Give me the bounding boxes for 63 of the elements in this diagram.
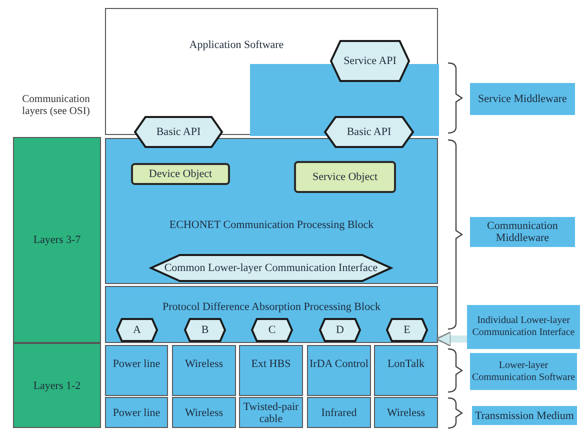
protocol-cell <box>239 345 303 396</box>
node-label: Common Lower-layer Communication Interface <box>163 262 379 274</box>
protocol-cell <box>172 345 236 396</box>
node-label: Twisted-pair cable <box>242 400 300 424</box>
node-label: Infrared <box>320 406 358 418</box>
node-label: Wireless <box>386 406 426 418</box>
node-label: Service API <box>342 55 398 67</box>
protocol-cell <box>105 345 168 396</box>
node-label: Device Object <box>148 168 214 180</box>
medium-cell <box>172 397 236 428</box>
protocol-hexagon <box>387 319 427 341</box>
protocol-hexagon <box>320 319 360 341</box>
layer-band <box>13 137 101 343</box>
layer-label-box <box>470 217 575 247</box>
api-hexagon <box>135 117 222 147</box>
medium-cell <box>307 397 371 428</box>
node-label: Individual Lower-layer Communication Interface <box>471 315 576 339</box>
node-label: Wireless <box>184 406 224 418</box>
node-label: Wireless <box>184 358 224 370</box>
node-label: E <box>402 324 412 336</box>
protocol-cell <box>374 345 438 396</box>
node-label: Layers 1-2 <box>32 380 82 392</box>
node-label: D <box>335 324 345 336</box>
protocol-hexagon <box>252 319 292 341</box>
node-label: Transmission Medium <box>474 410 575 422</box>
layer-label-box <box>470 353 577 390</box>
node-label: Power line <box>112 406 162 418</box>
node-label: A <box>132 324 142 336</box>
interface-hexagon <box>151 255 391 281</box>
node-label: Power line <box>112 358 162 370</box>
protocol-cell <box>307 345 371 396</box>
node-label: ECHONET Communication Processing Block <box>168 219 375 231</box>
block-arrow <box>436 331 467 347</box>
layer-label-box <box>472 406 577 425</box>
layer-label-box <box>470 83 575 115</box>
node-label: Service Object <box>311 171 379 183</box>
node-label: Communication Middleware <box>486 220 559 244</box>
node-label: IrDA Control <box>308 358 370 370</box>
processing-block <box>105 286 438 343</box>
node-label: Layers 3-7 <box>32 234 82 246</box>
node-label: Basic API <box>346 126 392 138</box>
protocol-hexagon <box>185 319 225 341</box>
node-label: C <box>267 324 277 336</box>
node-label: Application Software <box>188 39 285 51</box>
object-box <box>131 163 230 185</box>
node-label: Service Middleware <box>477 93 568 105</box>
api-hexagon <box>325 117 413 147</box>
medium-cell <box>105 397 168 428</box>
api-hexagon <box>331 41 409 81</box>
protocol-hexagon <box>117 319 157 341</box>
layer-band <box>13 343 101 428</box>
node-label: Lower-layer Communication Software <box>470 360 576 384</box>
layer-label-box <box>467 305 580 349</box>
medium-cell <box>374 397 438 428</box>
node-label: Ext HBS <box>250 358 292 370</box>
node-label: Protocol Difference Absorption Processing Block <box>162 301 382 313</box>
node-label: Basic API <box>155 126 202 138</box>
side-note: Communication layers (see OSI) <box>21 94 91 118</box>
node-label: LonTalk <box>386 358 426 370</box>
object-box <box>294 161 396 193</box>
node-label: B <box>200 324 210 336</box>
application-box <box>105 8 438 135</box>
processing-block <box>105 138 438 284</box>
